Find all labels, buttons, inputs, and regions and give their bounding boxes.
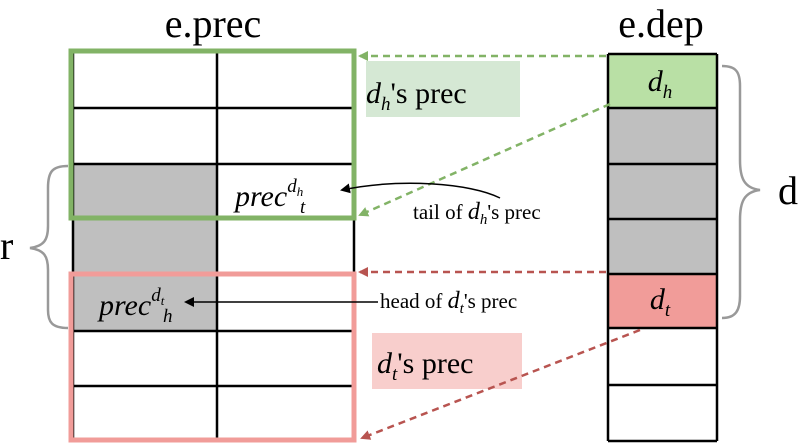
dep-head-label: dh xyxy=(648,65,673,103)
r-range-label: r xyxy=(0,223,13,268)
dep-table-title: e.dep xyxy=(618,1,704,46)
tail-annotation: tail of dh's prec xyxy=(413,199,541,228)
dep-head-cell xyxy=(608,54,717,108)
dt-to-prec-bottom-arrow xyxy=(360,328,641,440)
dt-prec-callout-bg xyxy=(372,333,522,389)
dep-tail-cell xyxy=(608,274,717,328)
dt-prec-range-box xyxy=(68,271,357,443)
dh-to-prec-bottom-arrow xyxy=(358,102,611,217)
prec-gray-cell xyxy=(73,164,217,219)
dep-gray-cell xyxy=(608,164,717,219)
dep-grid xyxy=(606,52,719,443)
dep-gray-cell xyxy=(608,219,717,274)
prec-table xyxy=(68,48,357,443)
dh-prec-range-box xyxy=(68,48,357,221)
d-range-label: d xyxy=(778,168,798,213)
dep-gray-cell xyxy=(608,108,717,164)
r-range-brace xyxy=(29,164,69,330)
dep-table xyxy=(606,52,719,443)
d-range-brace xyxy=(721,64,761,320)
dt-prec-callout: dt's prec xyxy=(377,347,473,385)
tail-annotation-arrow xyxy=(340,182,501,199)
dep-tail-label: dt xyxy=(650,283,671,321)
prec-gray-cell xyxy=(73,219,217,274)
head-annotation: head of dt's prec xyxy=(380,288,517,317)
dh-prec-callout: dh's prec xyxy=(366,77,467,115)
dh-prec-callout-bg xyxy=(366,61,520,117)
prec-table-title: e.prec xyxy=(165,1,262,46)
